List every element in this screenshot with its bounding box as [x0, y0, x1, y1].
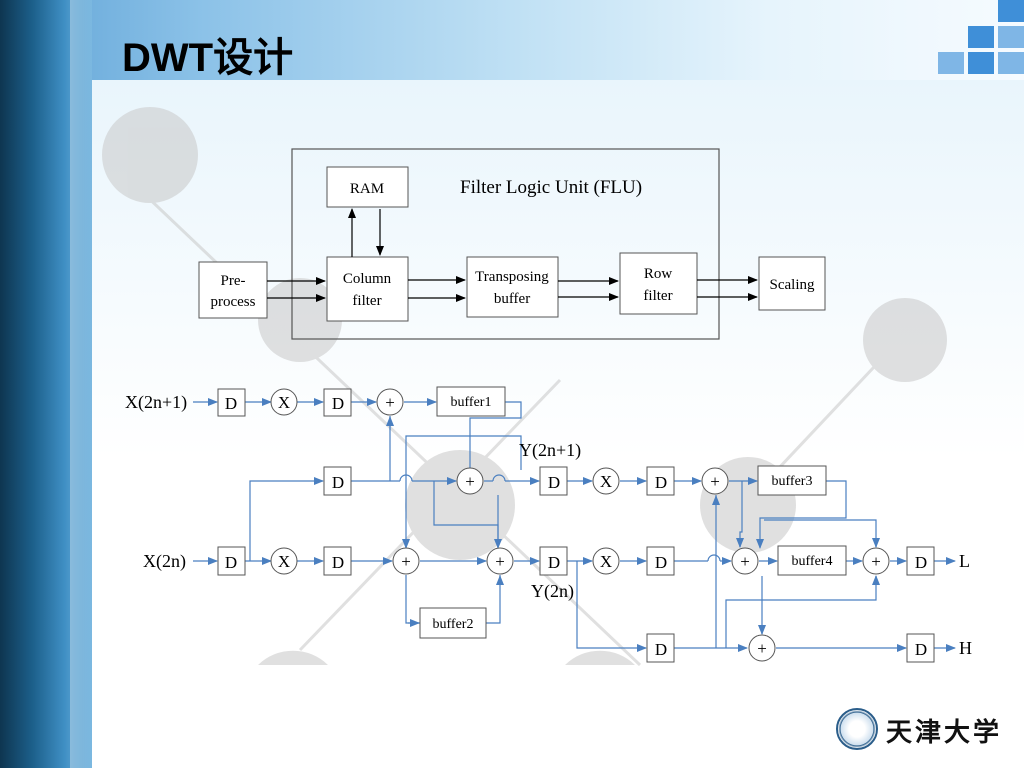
delay-label: D	[655, 640, 667, 659]
column-filter-block	[326, 256, 409, 322]
buffer3-label: buffer3	[772, 474, 813, 489]
flu-title: Filter Logic Unit (FLU)	[460, 177, 642, 198]
left-decor-bar	[0, 0, 92, 768]
buffer1-block	[436, 386, 506, 417]
y-even-label: Y(2n)	[531, 581, 574, 602]
delay-box	[217, 546, 246, 576]
row-filter-block	[619, 252, 698, 315]
adder-node	[376, 388, 404, 416]
delay-box	[906, 546, 935, 576]
input-even-label: X(2n)	[143, 551, 186, 572]
scaling-block	[758, 256, 826, 311]
adder-label: +	[710, 472, 720, 491]
buffer2-label: buffer2	[433, 617, 474, 632]
adder-node	[486, 547, 514, 575]
adder-node	[748, 634, 776, 662]
delay-label: D	[332, 473, 344, 492]
delay-box	[217, 388, 246, 417]
preprocess-label-2: process	[211, 294, 256, 310]
adder-label: +	[385, 393, 395, 412]
buffer1-label: buffer1	[451, 395, 492, 410]
slide-title: DWT设计	[122, 36, 294, 80]
delay-box	[539, 466, 568, 496]
delay-box	[539, 546, 568, 576]
buffer4-block	[777, 545, 847, 576]
buffer4-label: buffer4	[792, 554, 833, 569]
adder-node	[731, 547, 759, 575]
multiplier-node	[270, 388, 298, 416]
delay-box	[646, 466, 675, 496]
delay-label: D	[332, 553, 344, 572]
transposing-label-1: Transposing	[475, 269, 549, 285]
delay-label: D	[915, 640, 927, 659]
multiplier-label: X	[600, 472, 612, 491]
delay-label: D	[548, 553, 560, 572]
preprocess-block	[198, 261, 268, 319]
lifting-wires	[193, 398, 956, 652]
delay-label: D	[225, 394, 237, 413]
decor-square	[968, 26, 994, 48]
adder-label: +	[401, 552, 411, 571]
delay-label: D	[655, 553, 667, 572]
adder-label: +	[740, 552, 750, 571]
delay-box	[323, 466, 352, 496]
decor-square	[998, 0, 1024, 22]
flu-block-diagram: Filter Logic Unit (FLU) RAM Pre- process…	[198, 148, 826, 340]
delay-label: D	[332, 394, 344, 413]
input-odd-label: X(2n+1)	[125, 392, 187, 413]
adder-node	[701, 467, 729, 495]
adder-label: +	[757, 639, 767, 658]
buffer3-block	[757, 465, 827, 496]
adder-node	[456, 467, 484, 495]
multiplier-node	[592, 467, 620, 495]
output-high-label: H	[959, 638, 972, 658]
multiplier-label: X	[600, 552, 612, 571]
multiplier-label: X	[278, 552, 290, 571]
ram-label: RAM	[350, 181, 384, 197]
delay-label: D	[548, 473, 560, 492]
adder-label: +	[495, 552, 505, 571]
adder-node	[862, 547, 890, 575]
flu-arrows	[267, 208, 758, 302]
delay-box	[646, 633, 675, 663]
decor-square	[968, 52, 994, 74]
multiplier-label: X	[278, 393, 290, 412]
delay-label: D	[225, 553, 237, 572]
header-band	[0, 0, 1024, 80]
delay-label: D	[915, 553, 927, 572]
row-filter-label-1: Row	[644, 266, 673, 282]
decor-square	[998, 26, 1024, 48]
multiplier-node	[592, 547, 620, 575]
buffer2-block	[419, 607, 487, 639]
left-decor-highlight	[70, 0, 92, 768]
university-logo: 天津大学	[836, 708, 999, 754]
delay-box	[646, 546, 675, 576]
row-filter-label-2: filter	[643, 288, 672, 304]
decor-square	[938, 52, 964, 74]
column-filter-label-2: filter	[352, 293, 381, 309]
flu-frame	[291, 148, 720, 340]
transposing-label-2: buffer	[494, 291, 530, 307]
multiplier-node	[270, 547, 298, 575]
transposing-buffer-block	[466, 256, 559, 318]
delay-label: D	[655, 473, 667, 492]
adder-label: +	[465, 472, 475, 491]
ram-block	[326, 166, 409, 208]
lifting-blocks: D X D + buffer1 D + D X D + buffer3 D X …	[125, 386, 972, 663]
university-name: 天津大学	[886, 718, 1003, 748]
university-emblem-icon	[836, 708, 878, 750]
scaling-label: Scaling	[770, 277, 815, 293]
adder-node	[392, 547, 420, 575]
adder-label: +	[871, 552, 881, 571]
delay-box	[906, 633, 935, 663]
delay-box	[323, 546, 352, 576]
y-odd-label: Y(2n+1)	[519, 440, 581, 461]
output-low-label: L	[959, 551, 970, 571]
delay-box	[323, 388, 352, 417]
decor-square	[998, 52, 1024, 74]
preprocess-label-1: Pre-	[221, 273, 246, 289]
column-filter-label-1: Column	[343, 271, 392, 287]
